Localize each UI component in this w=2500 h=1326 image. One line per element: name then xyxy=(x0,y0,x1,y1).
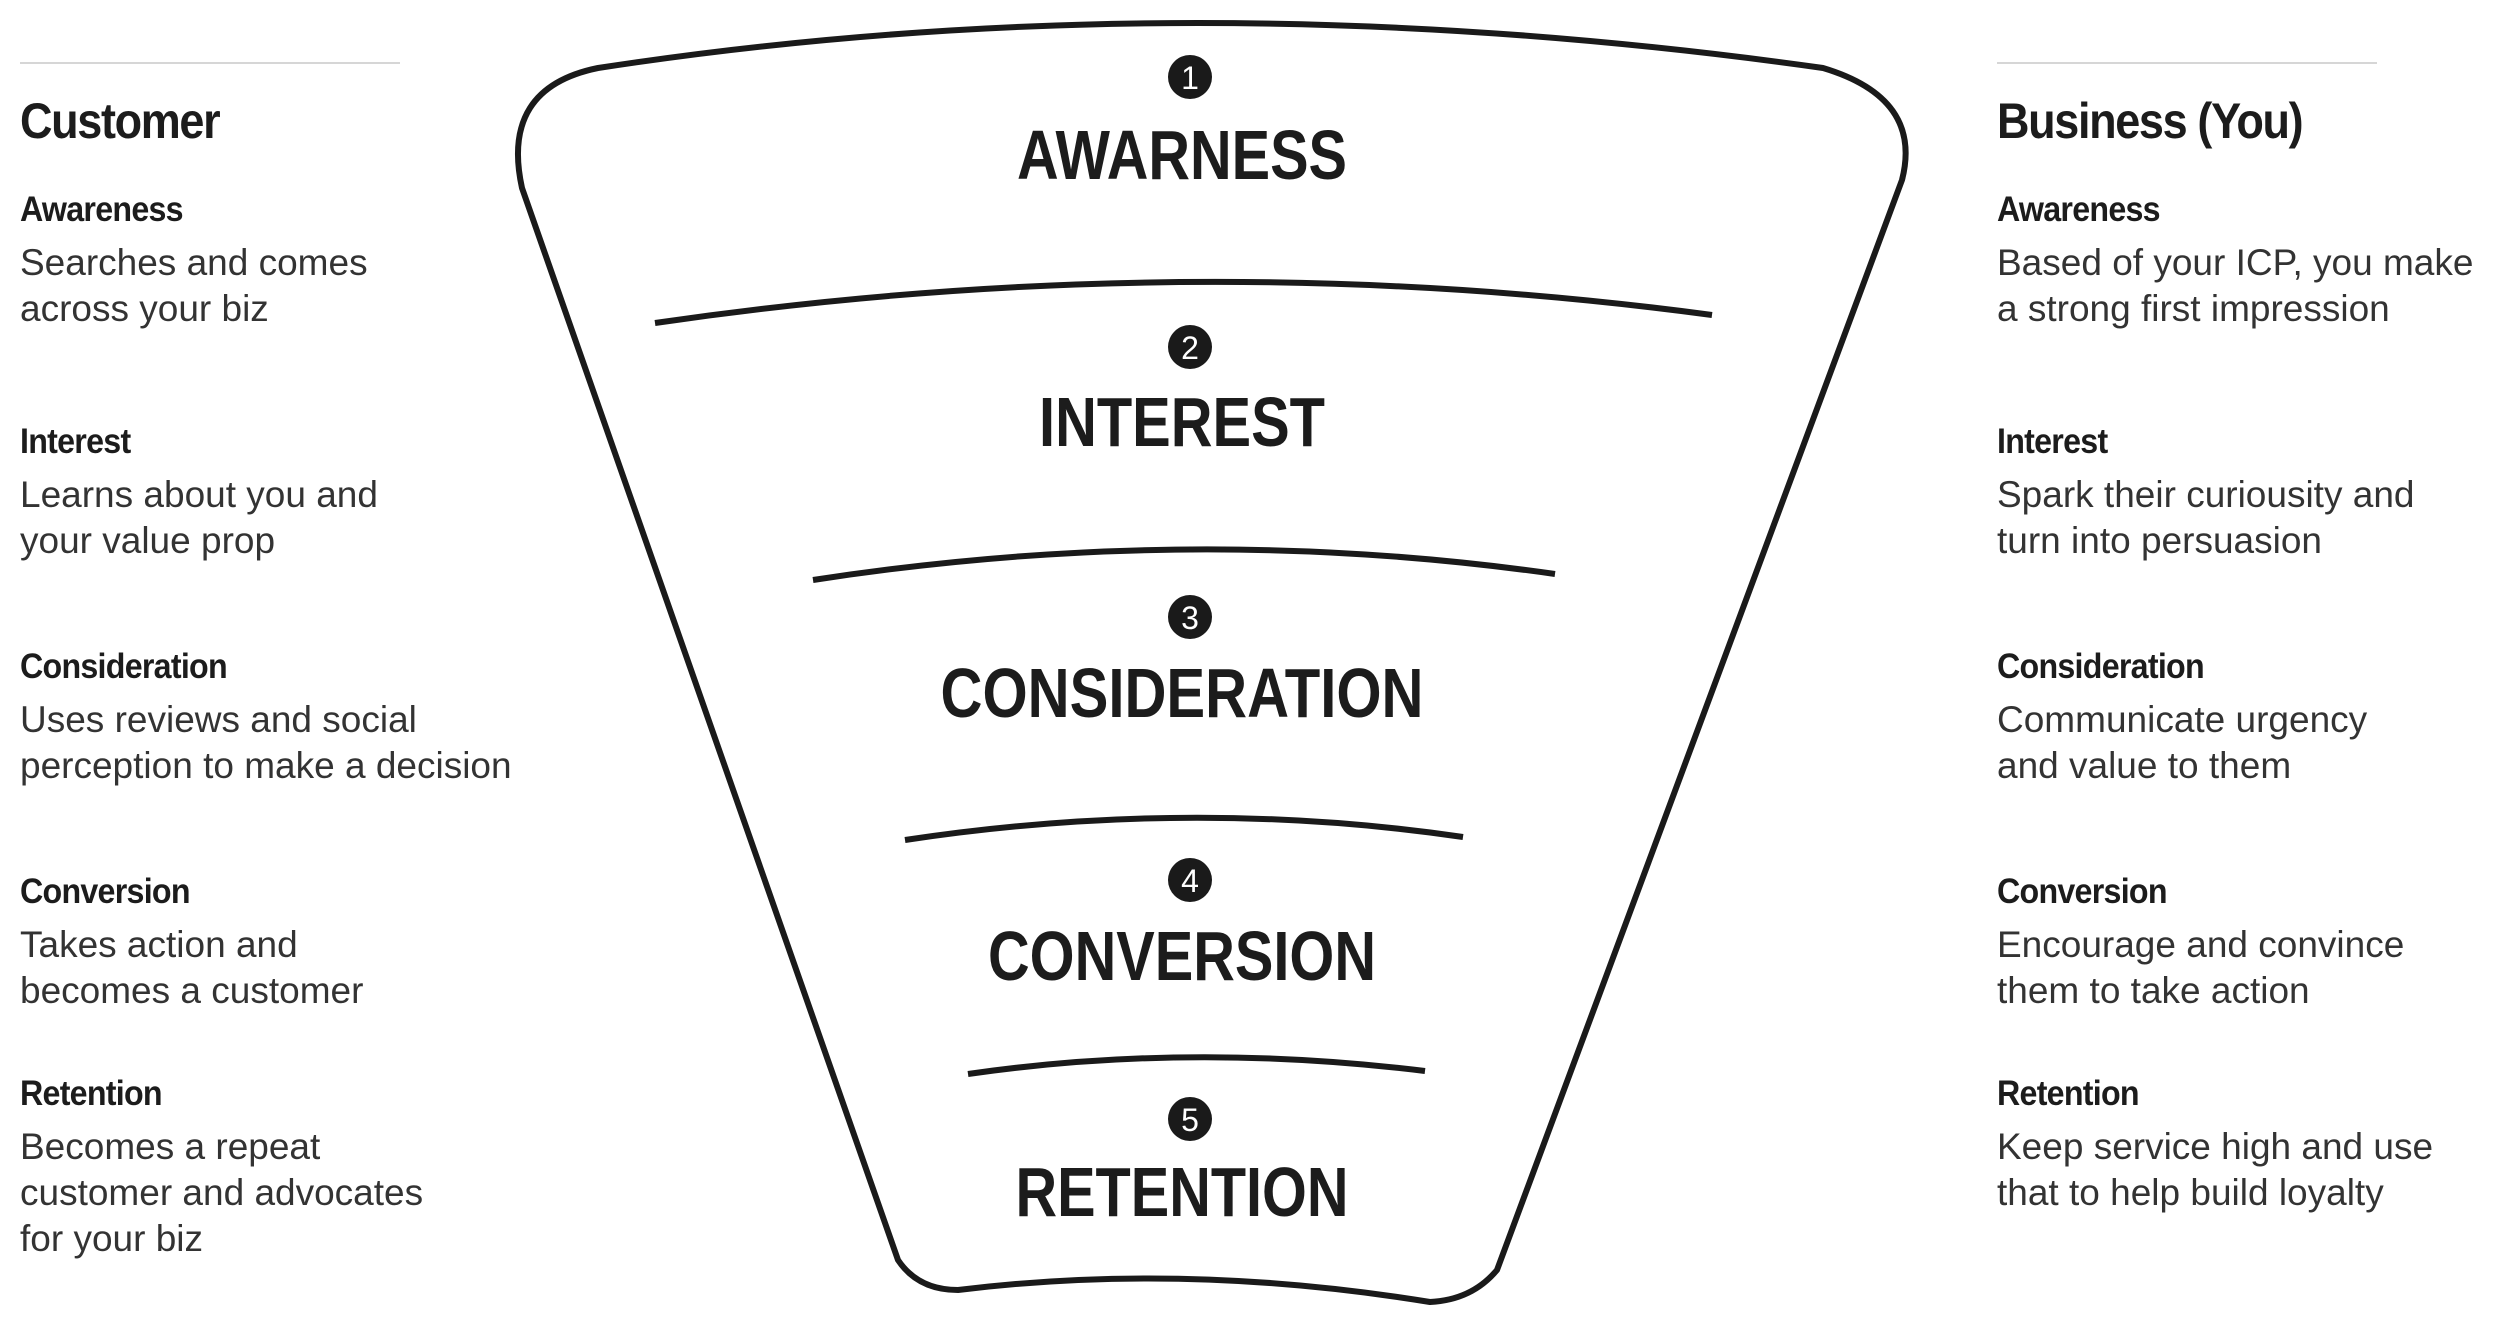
business-item-awareness: Awareness Based of your ICP, you make a … xyxy=(1997,188,2497,332)
business-item-title: Interest xyxy=(1997,422,2108,461)
customer-item-title: Awareness xyxy=(20,190,184,229)
business-divider xyxy=(1997,62,2377,64)
stage-number: 1 xyxy=(1181,60,1199,96)
stage-number: 4 xyxy=(1181,863,1199,899)
customer-item-text: Uses reviews and social perception to ma… xyxy=(20,699,512,786)
funnel-outline xyxy=(515,20,1909,1305)
business-item-text: Based of your ICP, you make a strong fir… xyxy=(1997,242,2474,329)
customer-item-consideration: Consideration Uses reviews and social pe… xyxy=(20,645,580,789)
stage-divider xyxy=(654,278,1713,326)
business-item-text: Encourage and convince them to take acti… xyxy=(1997,924,2405,1011)
business-item-text: Communicate urgency and value to them xyxy=(1997,699,2368,786)
stage-number-badge xyxy=(1168,595,1212,639)
stage-divider xyxy=(904,814,1464,843)
customer-item-title: Conversion xyxy=(20,872,191,911)
business-item-interest: Interest Spark their curiousity and turn… xyxy=(1997,420,2497,564)
customer-item-title: Retention xyxy=(20,1074,163,1113)
customer-item-title: Interest xyxy=(20,422,131,461)
stage-number-badge xyxy=(1168,858,1212,902)
business-heading: Business (You) xyxy=(1997,93,2304,149)
business-item-conversion: Conversion Encourage and convince them t… xyxy=(1997,870,2497,1014)
stage-label: RETENTION xyxy=(1016,1153,1349,1231)
customer-divider xyxy=(20,62,400,64)
customer-item-awareness: Awareness Searches and comes across your… xyxy=(20,188,580,332)
customer-item-conversion: Conversion Takes action and becomes a cu… xyxy=(20,870,580,1014)
stage-divider xyxy=(967,1054,1426,1077)
stage-label: CONSIDERATION xyxy=(941,654,1424,732)
stage-awareness: 1 AWARNESS xyxy=(1017,55,1347,194)
business-item-title: Retention xyxy=(1997,1074,2140,1113)
stage-number: 5 xyxy=(1181,1102,1199,1138)
stage-label: AWARNESS xyxy=(1017,116,1347,194)
customer-item-text: Learns about you and your value prop xyxy=(20,474,378,561)
stage-label: INTEREST xyxy=(1039,383,1325,461)
business-item-title: Conversion xyxy=(1997,872,2168,911)
stage-retention: 5 RETENTION xyxy=(1016,1097,1349,1231)
business-item-consideration: Consideration Communicate urgency and va… xyxy=(1997,645,2497,789)
customer-item-interest: Interest Learns about you and your value… xyxy=(20,420,580,564)
stage-number: 3 xyxy=(1181,600,1199,636)
stage-number-badge xyxy=(1168,1097,1212,1141)
stage-number-badge xyxy=(1168,325,1212,369)
stage-divider xyxy=(812,546,1556,583)
business-item-text: Keep service high and use that to help b… xyxy=(1997,1126,2434,1213)
business-item-text: Spark their curiousity and turn into per… xyxy=(1997,474,2415,561)
customer-item-retention: Retention Becomes a repeat customer and … xyxy=(20,1072,580,1262)
customer-item-title: Consideration xyxy=(20,647,228,686)
business-item-title: Consideration xyxy=(1997,647,2205,686)
customer-heading: Customer xyxy=(20,93,221,149)
customer-item-text: Searches and comes across your biz xyxy=(20,242,368,329)
business-item-retention: Retention Keep service high and use that… xyxy=(1997,1072,2497,1216)
customer-item-text: Becomes a repeat customer and advocates … xyxy=(20,1126,424,1259)
stage-consideration: 3 CONSIDERATION xyxy=(941,595,1424,732)
customer-item-text: Takes action and becomes a customer xyxy=(20,924,364,1011)
business-item-title: Awareness xyxy=(1997,190,2161,229)
stage-interest: 2 INTEREST xyxy=(1039,325,1325,461)
stage-number: 2 xyxy=(1181,330,1199,366)
stage-conversion: 4 CONVERSION xyxy=(988,858,1376,995)
stage-number-badge xyxy=(1168,55,1212,99)
stage-label: CONVERSION xyxy=(988,917,1376,995)
